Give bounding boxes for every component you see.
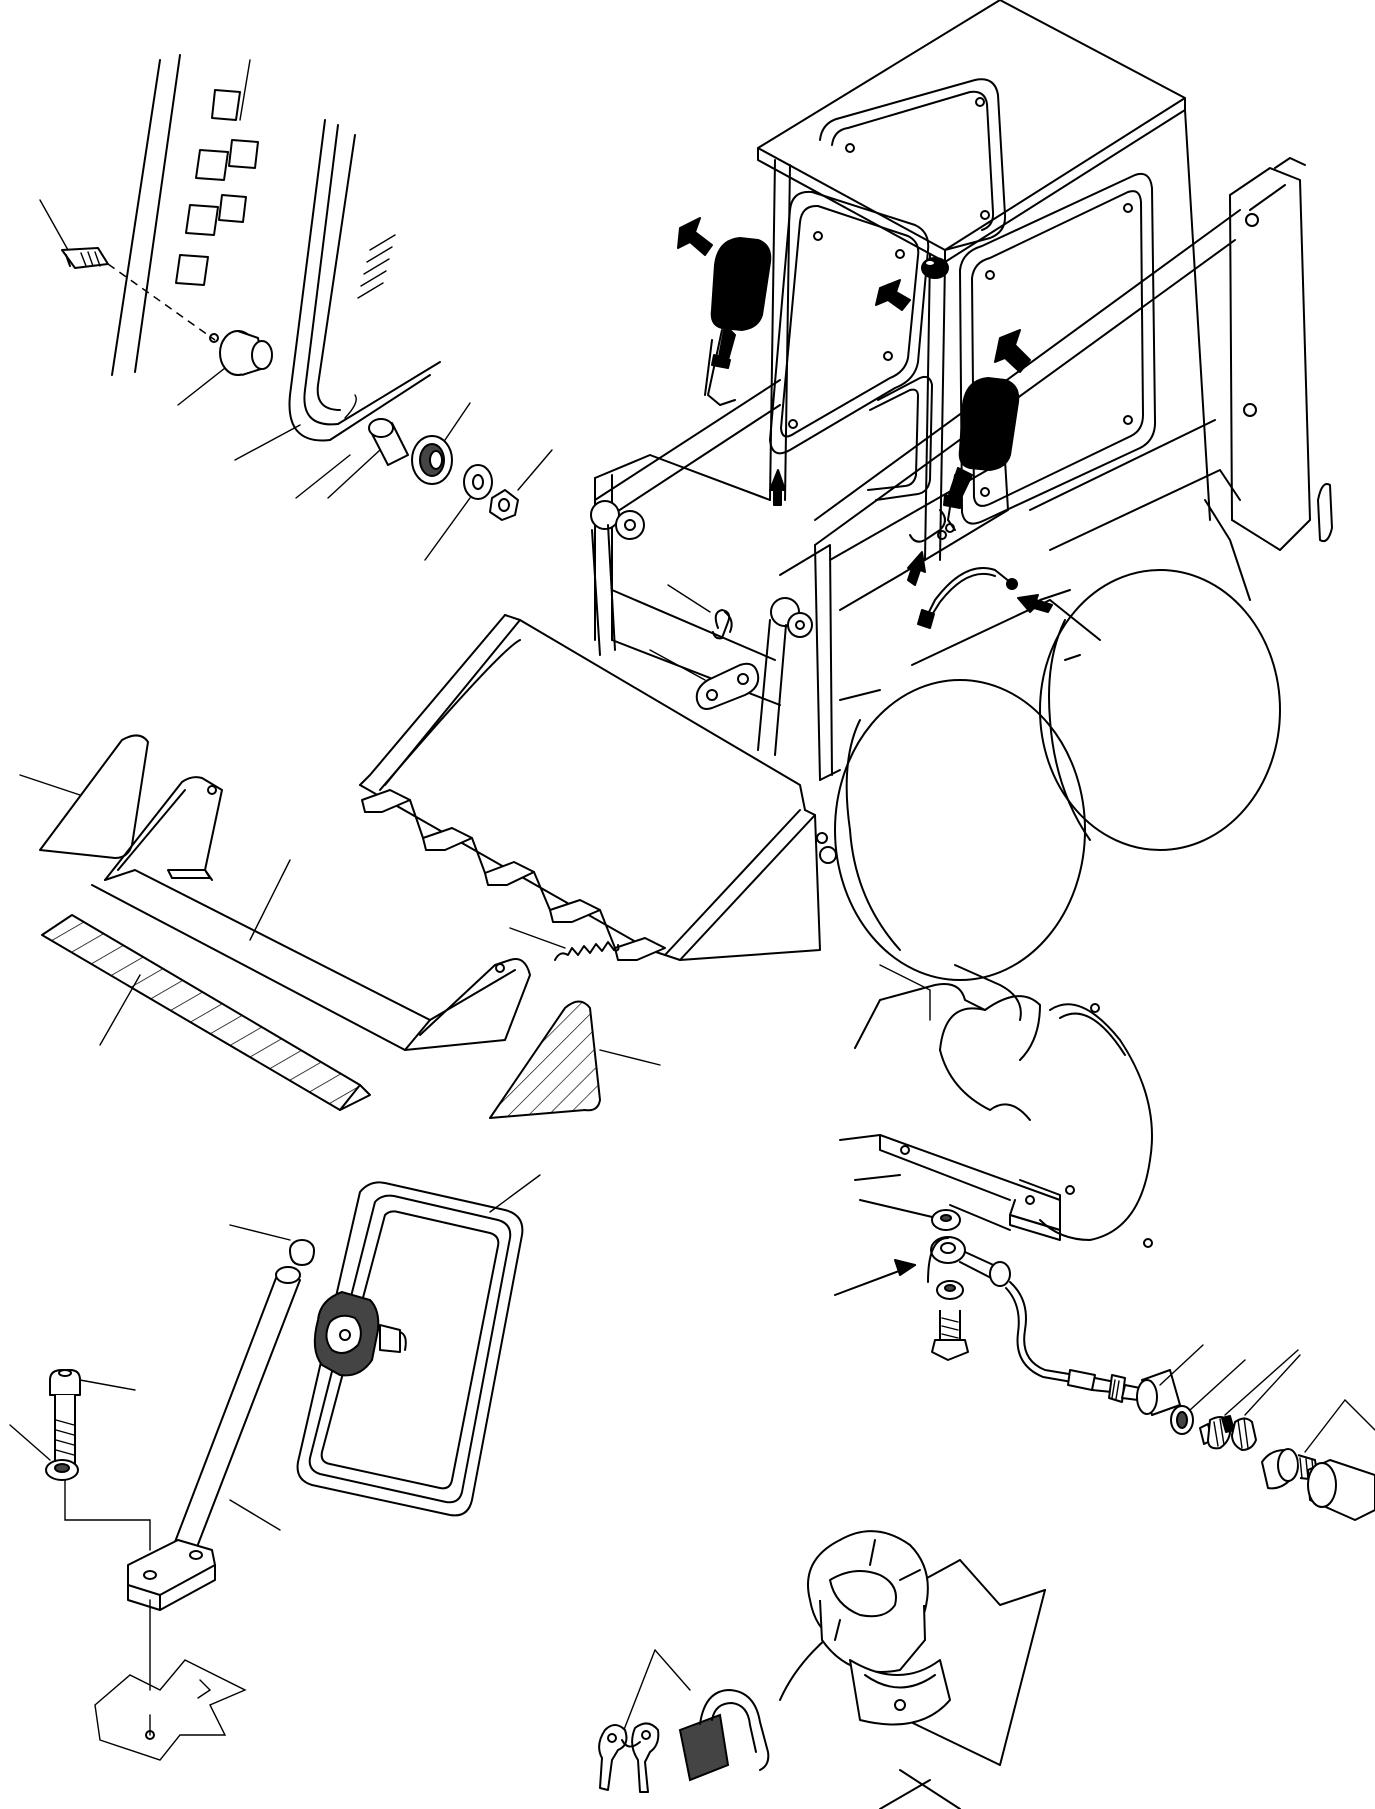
connector-sleeve [1136,1344,1204,1416]
engine-connector-group [834,964,1375,1521]
socket-and-cover [1261,1399,1375,1521]
side-step-group [39,54,553,561]
mirror [296,1174,541,1517]
mirror-clamp [313,1290,407,1377]
upper-window [819,78,1007,251]
mirror-washer [9,1424,79,1481]
panel-cutouts [175,89,259,286]
padlock [619,1649,770,1782]
fuel-cap [807,1530,951,1726]
flanged-bushing [411,402,471,485]
washer [424,464,493,561]
tension-spring [509,927,620,961]
wheel-front [834,679,1086,981]
bushing [219,330,273,376]
bucket-guard-group [19,734,661,1119]
stay-base [94,1539,247,1761]
guard-frame [91,776,531,1051]
right-window [959,172,1157,525]
right-side-decal [489,1000,661,1119]
wheel-rear [1039,569,1281,851]
fuel-cap-group [598,1530,1046,1809]
mirror-group [9,1174,541,1761]
left-joystick-pad [677,217,772,406]
plug-terminal [1199,1349,1301,1451]
keys [598,1722,660,1793]
cap [229,1224,315,1266]
striped-decal [41,914,371,1111]
nut [489,449,553,521]
left-side-plate [19,734,149,859]
cab-knob [875,257,949,311]
wire-harness [917,567,1018,629]
skid-steer-loader [590,0,1333,981]
left-window [769,190,933,501]
mounting-screw [61,247,109,269]
banjo-fitting [927,1209,1011,1361]
cap-screw [49,1369,151,1551]
vent-slots [357,234,396,299]
spacer-sleeve [344,394,409,466]
o-ring [1170,1359,1246,1435]
mirror-stay [169,1266,301,1561]
bucket [359,614,837,961]
cotter-pin [667,584,733,640]
grab-handle [234,119,441,461]
link-plate [649,649,760,710]
right-joystick-pad [943,329,1031,531]
